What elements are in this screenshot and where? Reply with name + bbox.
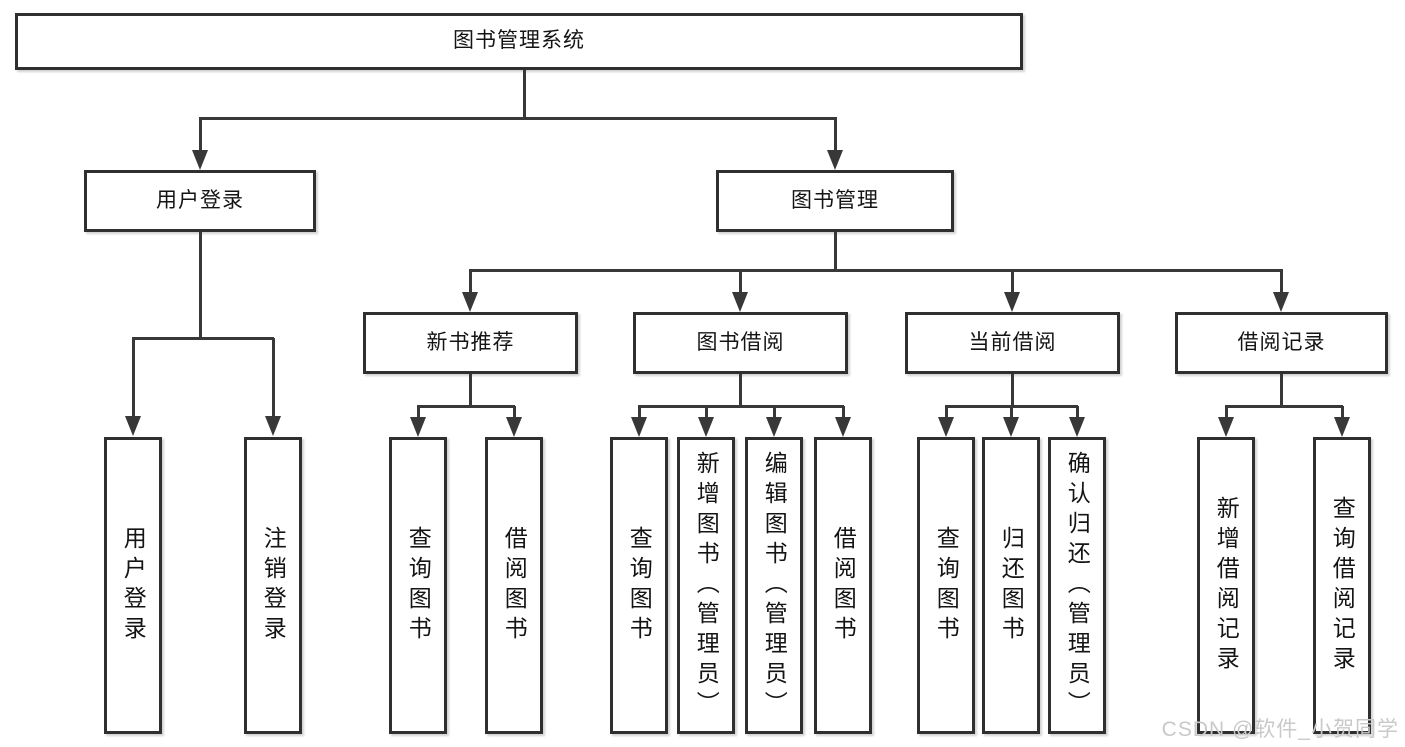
connector-line [1076,406,1079,417]
connector-line [1225,405,1343,408]
connector-line [834,232,837,272]
connector-line [417,405,515,408]
connector-line [1011,374,1014,408]
arrow-down-icon [125,416,141,436]
connector-line [513,406,516,417]
connector-line [1225,406,1228,417]
arrow-down-icon [698,417,714,437]
leaf-record-add: 新增借阅记录 [1197,437,1255,734]
node-current-borrow: 当前借阅 [905,312,1120,374]
connector-line [132,338,135,416]
node-library-management-system: 图书管理系统 [15,13,1023,70]
arrow-down-icon [1004,292,1020,312]
connector-line [523,70,526,120]
arrow-down-icon [766,417,782,437]
node-new-book-recommend: 新书推荐 [363,312,578,374]
connector-line [638,405,844,408]
arrow-down-icon [410,417,426,437]
connector-line [417,406,420,417]
connector-line [272,338,275,416]
leaf-newbook-query-books: 查询图书 [389,437,447,734]
leaf-newbook-borrow-books: 借阅图书 [485,437,543,734]
connector-line [739,270,742,293]
arrow-down-icon [938,417,954,437]
connector-line [199,118,202,150]
arrow-down-icon [265,416,281,436]
leaf-current-return-books: 归还图书 [982,437,1040,734]
arrow-down-icon [506,417,522,437]
arrow-down-icon [827,150,843,170]
arrow-down-icon [631,417,647,437]
connector-line [638,406,641,417]
leaf-current-query-books: 查询图书 [917,437,975,734]
arrow-down-icon [462,292,478,312]
connector-line [945,406,948,417]
node-book-management: 图书管理 [716,170,954,232]
connector-line [1280,374,1283,408]
leaf-borrow-add-books-admin: 新增图书（管理员） [677,437,735,734]
arrow-down-icon [835,417,851,437]
leaf-current-confirm-return-admin: 确认归还（管理员） [1048,437,1106,734]
arrow-down-icon [1218,417,1234,437]
leaf-logout: 注销登录 [244,437,302,734]
connector-line [739,374,742,408]
leaf-borrow-query-books: 查询图书 [610,437,668,734]
connector-line [469,374,472,408]
node-book-borrow: 图书借阅 [633,312,848,374]
node-user-login: 用户登录 [84,170,316,232]
arrow-down-icon [732,292,748,312]
arrow-down-icon [1273,292,1289,312]
connector-line [1280,270,1283,293]
arrow-down-icon [1003,417,1019,437]
connector-line [1010,406,1013,417]
arrow-down-icon [1069,417,1085,437]
connector-line [469,269,1283,272]
leaf-user-login: 用户登录 [104,437,162,734]
arrow-down-icon [192,150,208,170]
node-borrow-records: 借阅记录 [1175,312,1388,374]
connector-line [842,406,845,417]
connector-line [199,117,837,120]
connector-line [773,406,776,417]
leaf-borrow-borrow-books: 借阅图书 [814,437,872,734]
connector-line [469,270,472,293]
connector-line [1341,406,1344,417]
csdn-watermark: CSDN @软件_小贺同学 [1161,718,1399,741]
leaf-borrow-edit-books-admin: 编辑图书（管理员） [745,437,803,734]
connector-line [1011,270,1014,293]
arrow-down-icon [1334,417,1350,437]
connector-line [199,232,202,340]
connector-line [132,337,274,340]
leaf-record-query: 查询借阅记录 [1313,437,1371,734]
connector-line [834,118,837,150]
connector-line [705,406,708,417]
